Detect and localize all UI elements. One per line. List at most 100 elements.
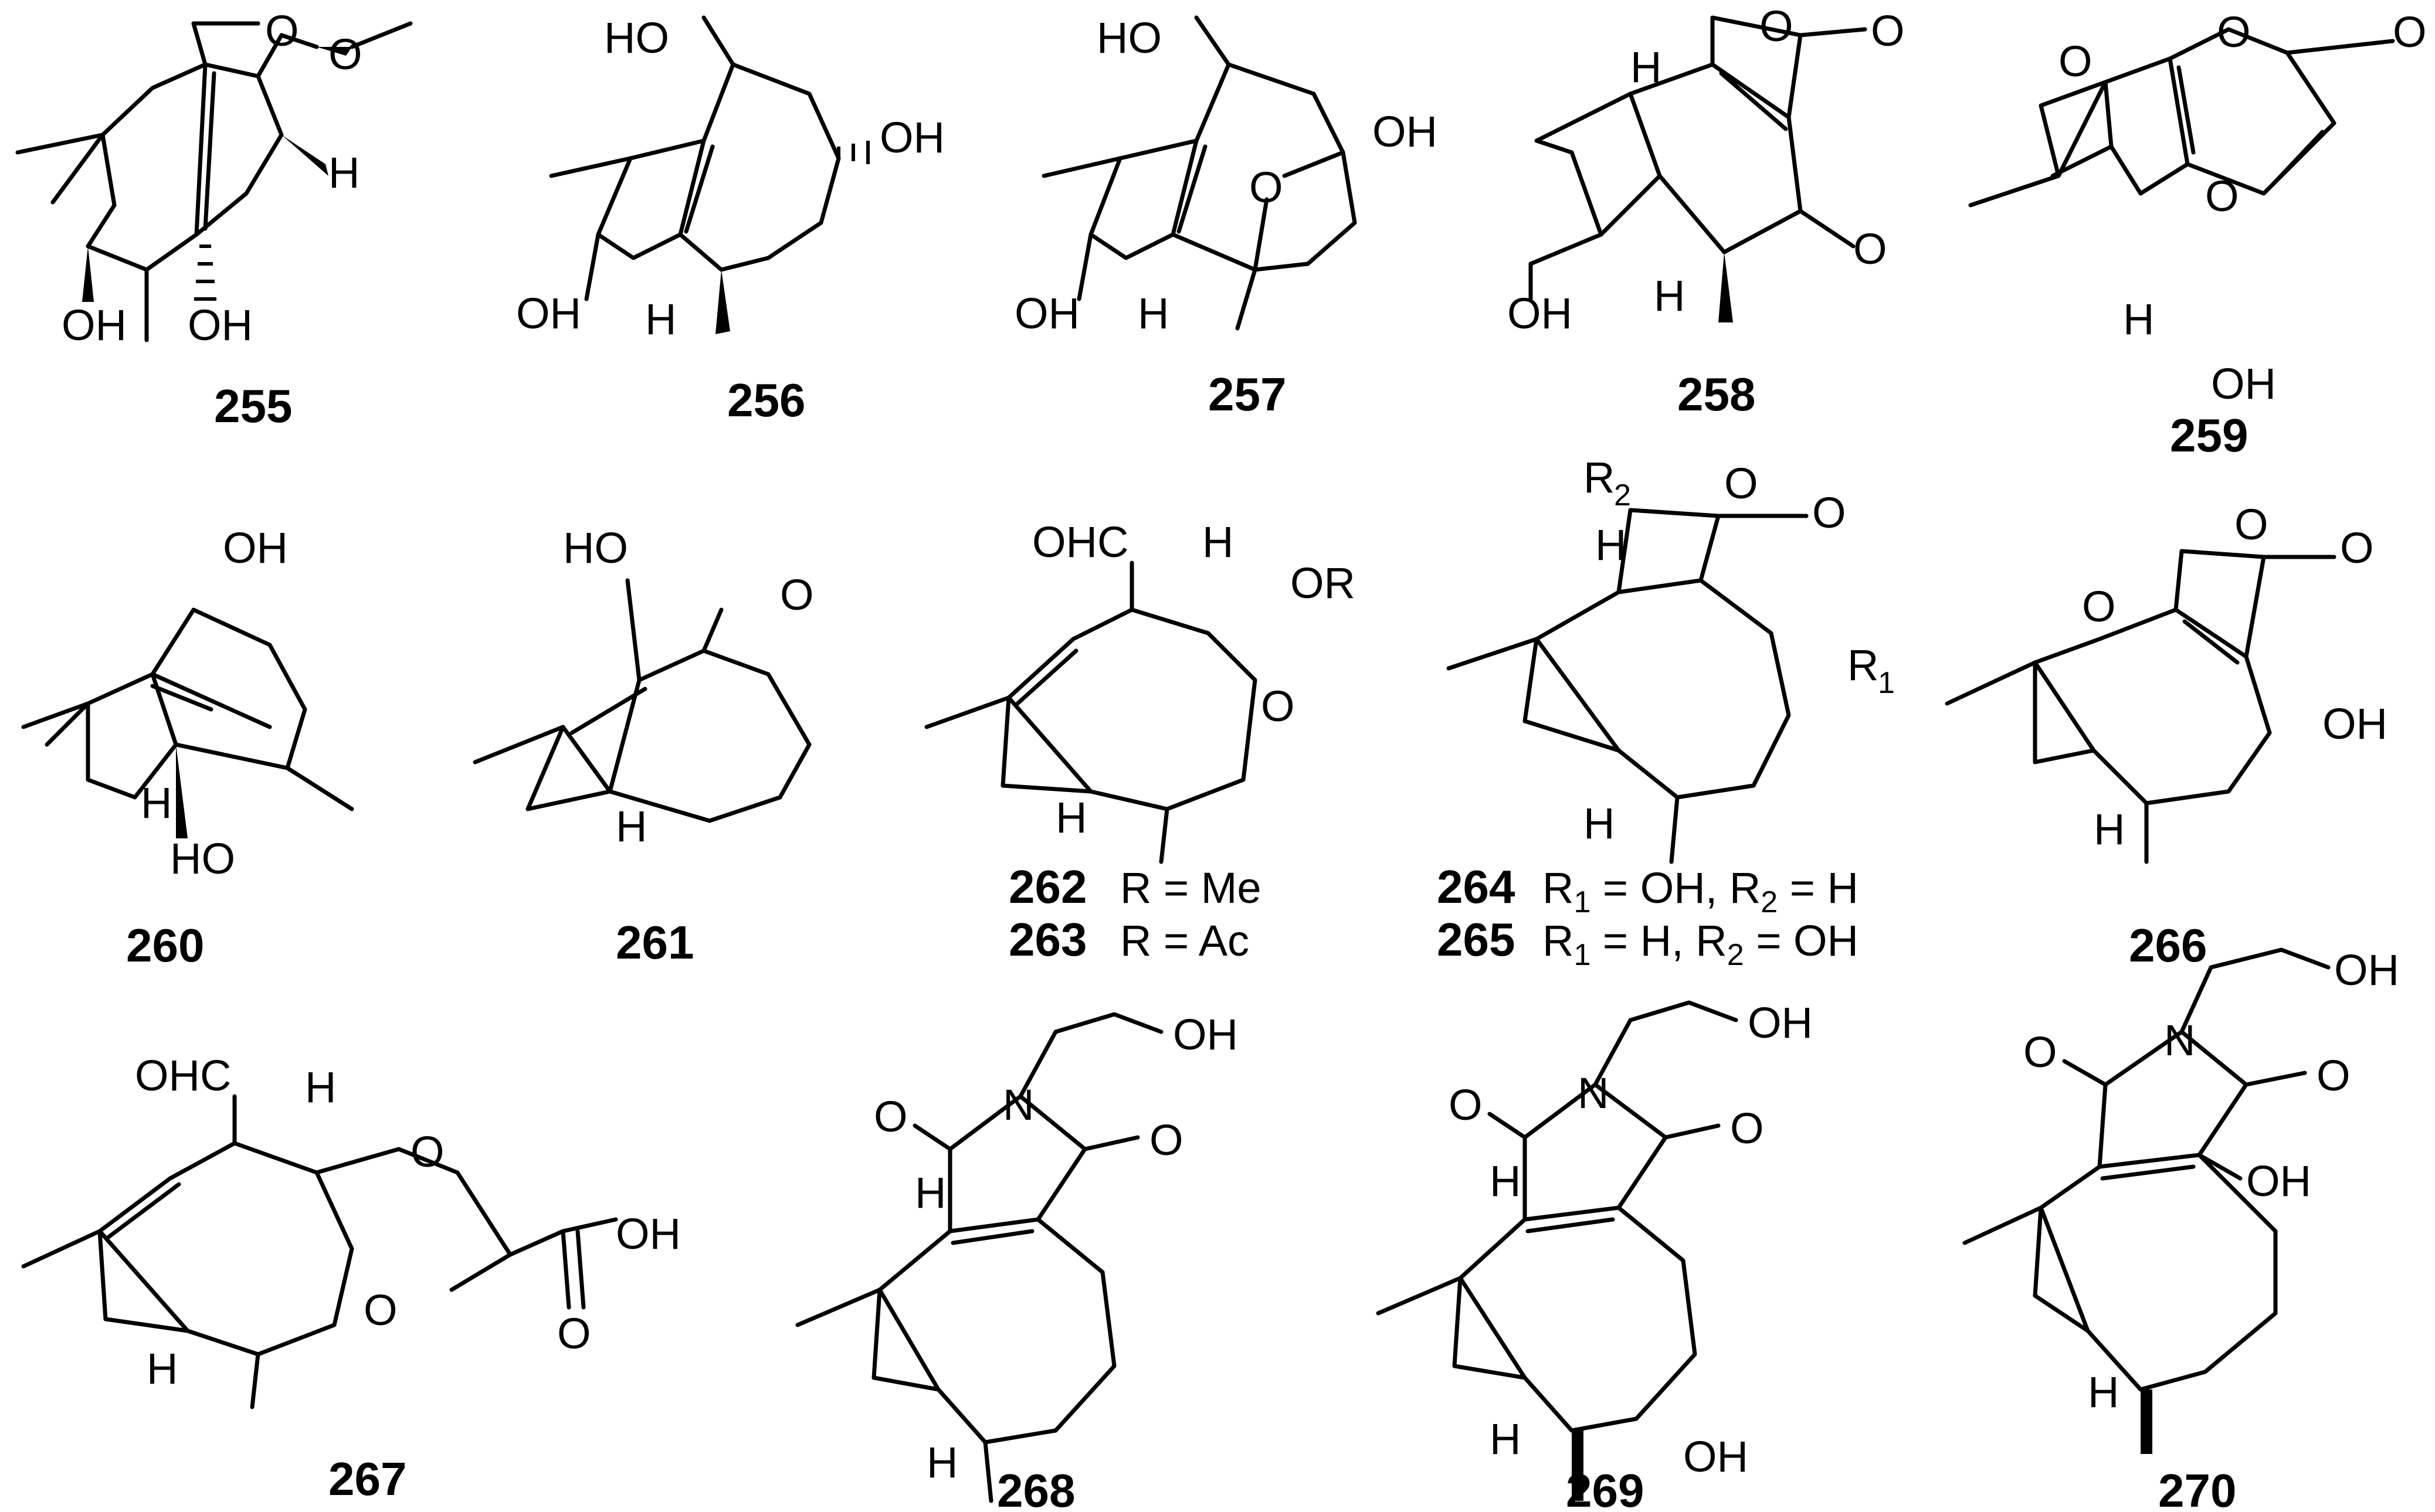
atom-label: OH <box>2334 946 2399 994</box>
atom-label: O <box>1149 1116 1183 1164</box>
atom-label: H <box>305 1063 336 1112</box>
atom-label: O <box>2058 37 2093 86</box>
atom-label: H <box>2123 295 2154 344</box>
compound-255: O O H OH OH 255 <box>15 6 413 432</box>
atom-label: O <box>265 6 299 55</box>
compound-261: HO O H 261 <box>473 524 814 969</box>
compound-number: 269 <box>1566 1465 1644 1512</box>
atom-label: O <box>1871 6 1905 55</box>
atom-label: OHC <box>1032 518 1128 566</box>
atom-label: N <box>1003 1081 1034 1129</box>
atom-label: H <box>328 148 360 197</box>
compound-legend: R = Me <box>1120 864 1261 912</box>
compound-legend: R = Ac <box>1120 916 1249 965</box>
atom-label: H <box>645 295 676 344</box>
compound-number: 258 <box>1677 368 1755 420</box>
compound-number: 263 <box>1009 913 1087 966</box>
compound-number: 266 <box>2129 919 2207 971</box>
compound-number: 262 <box>1009 861 1087 913</box>
compound-269: OH O N O H H OH 269 <box>1376 998 1813 1512</box>
compound-number: 265 <box>1437 913 1515 966</box>
atom-label: H <box>1583 799 1615 848</box>
compound-number: 259 <box>2170 409 2248 461</box>
compound-number: 264 <box>1437 861 1515 913</box>
atom-label: OH <box>223 524 288 572</box>
atom-label: H <box>1490 1157 1521 1205</box>
atom-label: H <box>1490 1415 1521 1463</box>
compound-267: OHC H O OH O O H 267 <box>21 1051 681 1505</box>
atom-label: OHC <box>135 1051 231 1100</box>
atom-label: H <box>2088 1368 2119 1416</box>
atom-label: OH <box>880 113 945 162</box>
atom-label: O <box>1812 488 1846 537</box>
atom-label: OH <box>1173 1010 1238 1059</box>
atom-label: N <box>2164 1016 2195 1065</box>
atom-label: HO <box>170 834 235 883</box>
atom-label: OH <box>2211 359 2276 408</box>
atom-label: O <box>557 1309 591 1358</box>
atom-label: R <box>1847 641 1878 689</box>
atom-label: OH <box>2246 1157 2311 1205</box>
atom-label: H <box>616 802 647 851</box>
atom-label: H <box>1595 521 1626 569</box>
atom-label: O <box>328 30 362 79</box>
atom-label: OR <box>1290 559 1355 607</box>
atom-label: H <box>927 1438 958 1487</box>
atom-label: H <box>147 1344 178 1393</box>
compound-268: OH O N O H H 268 <box>795 1010 1238 1512</box>
compound-number: 267 <box>328 1453 406 1505</box>
compound-258: O O H O OH H 258 <box>1507 2 1905 420</box>
atom-label: O <box>1261 682 1295 730</box>
compound-legend: R1 = OH, R2 = H <box>1542 864 1859 919</box>
atom-label: OH <box>188 301 253 349</box>
atom-label: O <box>364 1286 398 1334</box>
atom-label: H <box>1056 793 1087 842</box>
compound-legend: R1 = H, R2 = OH <box>1542 916 1859 972</box>
atom-subscript: 1 <box>1878 666 1895 700</box>
atom-label: O <box>2393 8 2427 56</box>
atom-label: O <box>1759 2 1793 50</box>
atom-label: HO <box>563 524 628 572</box>
compound-256: HO OH OH H 256 <box>516 13 945 426</box>
atom-label: OH <box>1683 1432 1748 1481</box>
atom-label: O <box>1853 225 1887 273</box>
atom-label: OH <box>1372 107 1437 156</box>
compound-number: 270 <box>2158 1465 2236 1512</box>
atom-label: H <box>1138 289 1169 338</box>
atom-label: R <box>1583 453 1615 502</box>
compound-number: 260 <box>126 919 204 971</box>
compound-270: OH O N O OH H 270 <box>1962 946 2399 1512</box>
atom-label: O <box>1249 163 1283 212</box>
compound-number: 268 <box>997 1465 1075 1512</box>
atom-label: OH <box>2322 699 2387 748</box>
atom-label: H <box>2094 805 2125 854</box>
atom-label: OH <box>1015 289 1080 338</box>
atom-label: O <box>874 1092 908 1141</box>
compound-260: OH H HO 260 <box>21 524 354 971</box>
atom-label: O <box>2205 172 2239 220</box>
atom-label: O <box>2234 500 2268 549</box>
atom-label: O <box>1449 1081 1483 1129</box>
atom-label: OH <box>62 301 127 349</box>
atom-label: OH <box>616 1209 681 1258</box>
atom-label: O <box>411 1127 445 1176</box>
atom-label: HO <box>604 13 669 62</box>
compound-262-263: OHC H OR O H 262 R = Me 263 R = Ac <box>924 518 1355 966</box>
atom-label: O <box>2082 582 2116 631</box>
atom-label: OH <box>516 289 581 338</box>
compound-257: HO OH O OH H 257 <box>1015 13 1437 420</box>
atom-label: H <box>915 1168 946 1217</box>
compound-number: 261 <box>616 916 694 969</box>
atom-label: O <box>2340 524 2374 572</box>
atom-label: HO <box>1097 13 1162 62</box>
compound-number: 255 <box>214 380 292 432</box>
atom-label: H <box>141 779 172 827</box>
atom-label: OH <box>1748 998 1813 1047</box>
atom-label: H <box>1654 271 1685 320</box>
compound-number: 256 <box>727 374 805 426</box>
atom-label: O <box>2023 1028 2057 1076</box>
compound-266: O O O OH H 266 <box>1945 500 2387 971</box>
atom-label: O <box>1724 459 1758 508</box>
compound-number: 257 <box>1208 368 1286 420</box>
atom-label: O <box>780 570 814 619</box>
